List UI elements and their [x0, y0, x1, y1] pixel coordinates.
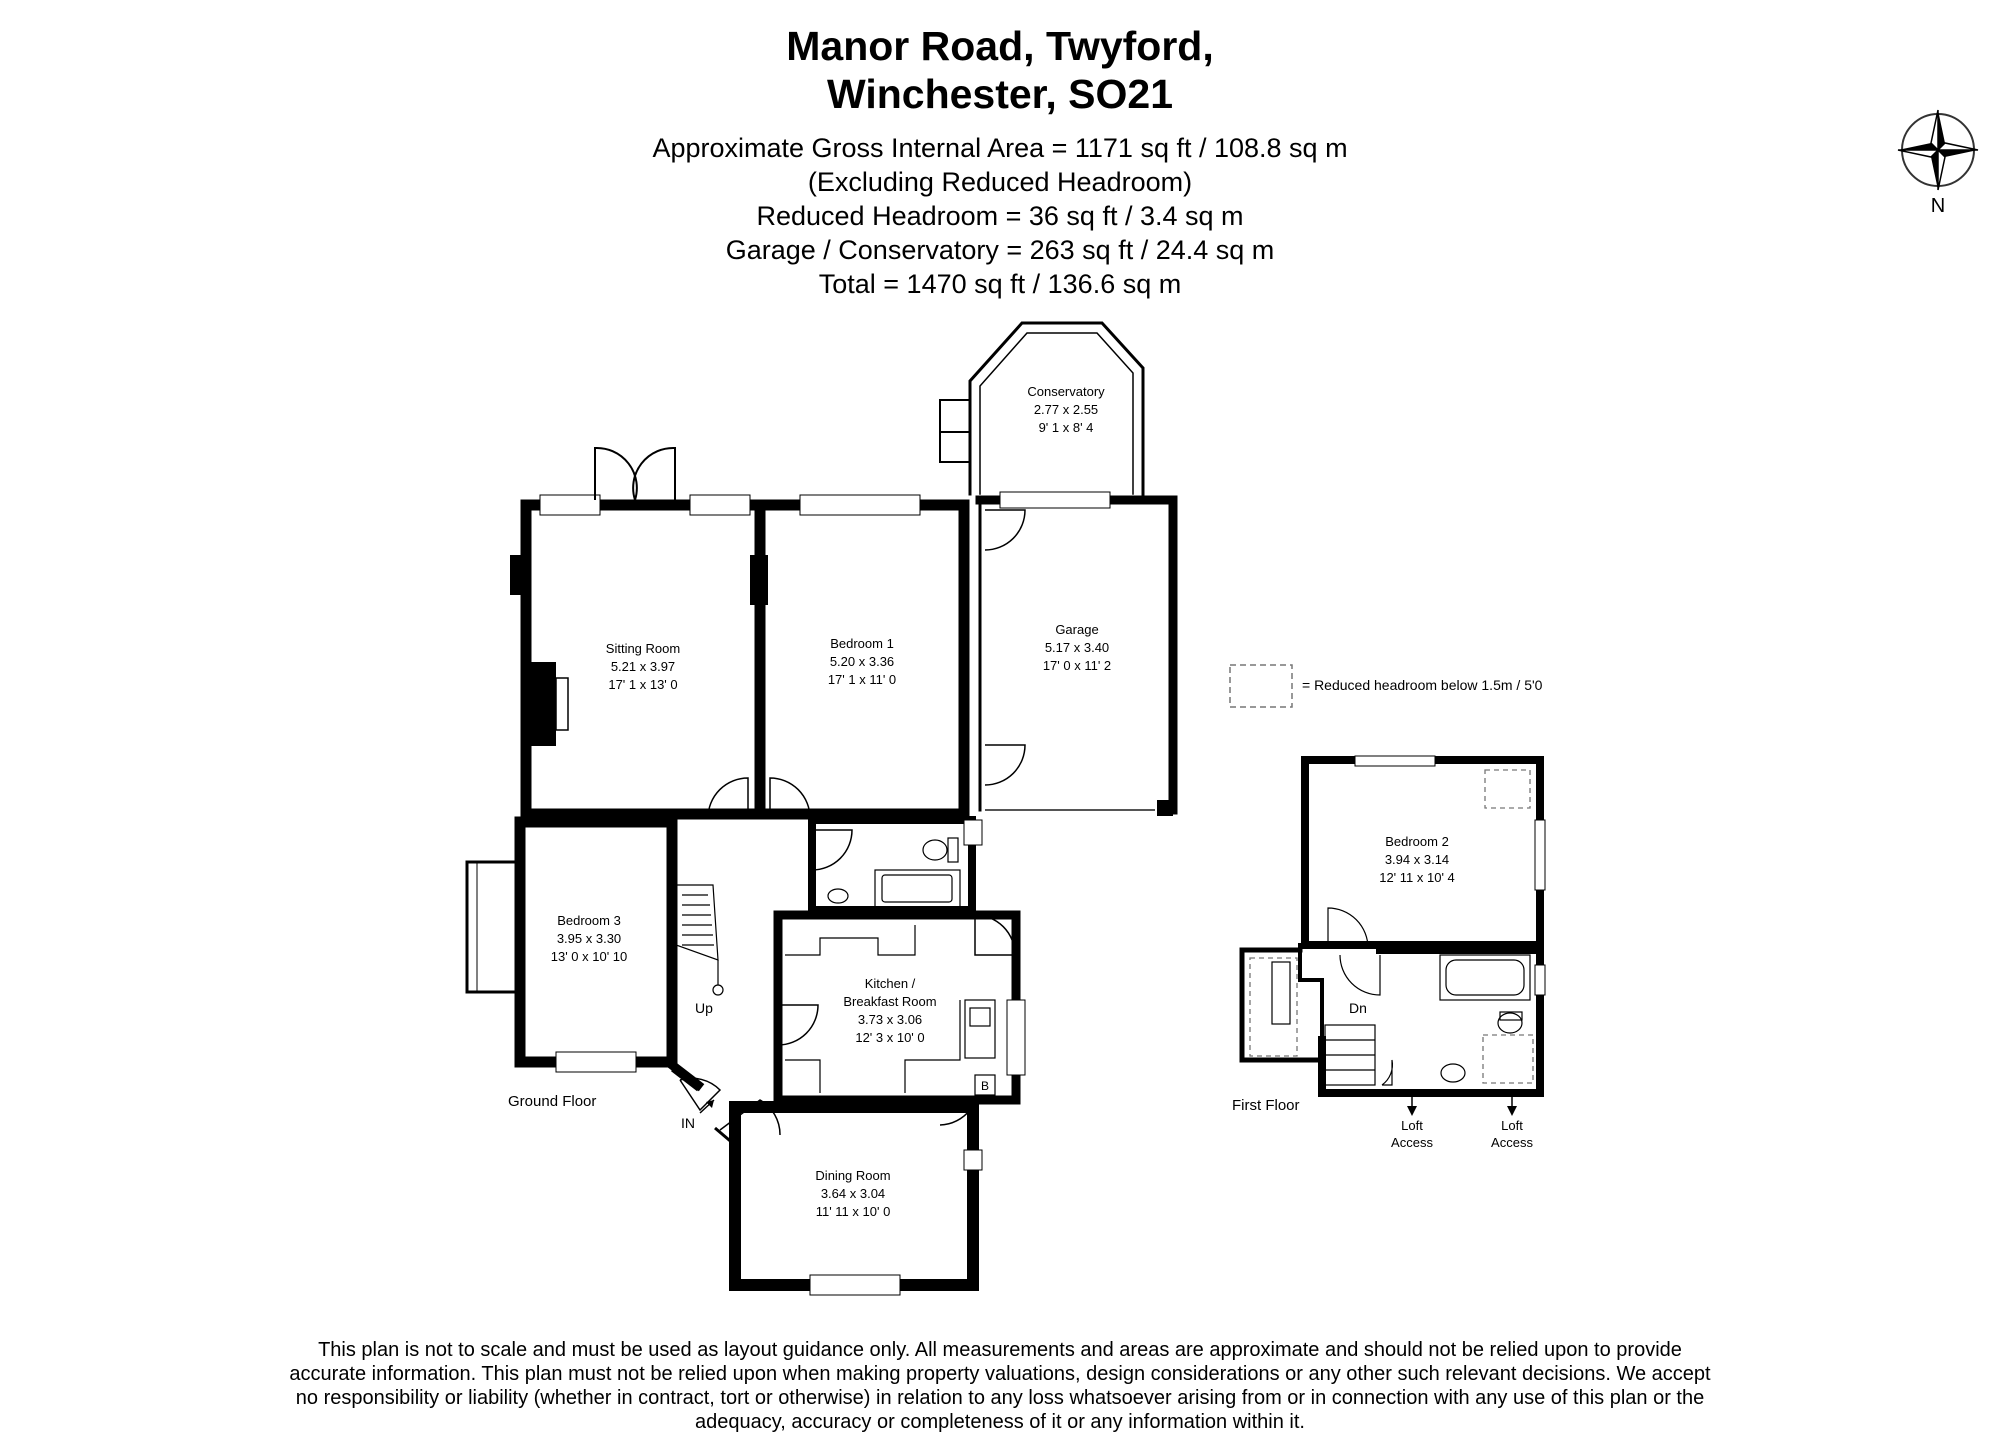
bedroom-3-metric: 3.95 x 3.30	[557, 931, 621, 946]
loft-access-2-line-1: Loft	[1501, 1118, 1523, 1133]
sitting-room-metric: 5.21 x 3.97	[611, 659, 675, 674]
bedroom-1-metric: 5.20 x 3.36	[830, 654, 894, 669]
garage-imperial: 17' 0 x 11' 2	[1043, 658, 1111, 673]
sitting-room-name: Sitting Room	[606, 641, 680, 656]
garage-name: Garage	[1055, 622, 1098, 637]
stairs-down-label: Dn	[1349, 1000, 1367, 1016]
loft-access-2-line-2: Access	[1491, 1135, 1533, 1150]
sitting-room-imperial: 17' 1 x 13' 0	[608, 677, 677, 692]
title-line-1: Manor Road, Twyford,	[786, 23, 1214, 69]
kitchen-name-1: Kitchen /	[865, 976, 916, 991]
ground-floor-label: Ground Floor	[508, 1093, 596, 1110]
conservatory-metric: 2.77 x 2.55	[1034, 402, 1098, 417]
bedroom-2-imperial: 12' 11 x 10' 4	[1379, 870, 1455, 885]
bedroom-3-imperial: 13' 0 x 10' 10	[551, 949, 628, 964]
loft-access-1-line-2: Access	[1391, 1135, 1433, 1150]
compass-rose-icon	[1897, 109, 1979, 191]
bedroom-2-name: Bedroom 2	[1385, 834, 1449, 849]
dining-room-imperial: 11' 11 x 10' 0	[816, 1204, 891, 1219]
garage-conservatory-area: Garage / Conservatory = 263 sq ft / 24.4…	[725, 235, 1275, 265]
garage-metric: 5.17 x 3.40	[1045, 640, 1109, 655]
gross-internal-area: Approximate Gross Internal Area = 1171 s…	[652, 133, 1348, 163]
loft-access-1-line-1: Loft	[1401, 1118, 1423, 1133]
title-line-2: Winchester, SO21	[827, 71, 1173, 117]
conservatory-name: Conservatory	[1027, 384, 1105, 399]
boiler-label: B	[981, 1079, 989, 1093]
entrance-label: IN	[681, 1115, 695, 1131]
reduced-headroom-area: Reduced Headroom = 36 sq ft / 3.4 sq m	[756, 201, 1244, 231]
disclaimer: This plan is not to scale and must be us…	[289, 1339, 1711, 1433]
bedroom-1-name: Bedroom 1	[830, 636, 894, 651]
legend-text: = Reduced headroom below 1.5m / 5'0	[1302, 677, 1543, 693]
stairs-up-label: Up	[695, 1000, 713, 1016]
compass-label: N	[1931, 195, 1945, 217]
excluding-note: (Excluding Reduced Headroom)	[807, 167, 1193, 197]
kitchen-metric: 3.73 x 3.06	[858, 1012, 922, 1027]
kitchen-imperial: 12' 3 x 10' 0	[855, 1030, 924, 1045]
bedroom-2-metric: 3.94 x 3.14	[1385, 852, 1449, 867]
bedroom-3-name: Bedroom 3	[557, 913, 621, 928]
total-area: Total = 1470 sq ft / 136.6 sq m	[818, 269, 1182, 299]
reduced-headroom-swatch	[1229, 664, 1293, 708]
dining-room-metric: 3.64 x 3.04	[821, 1186, 885, 1201]
kitchen-name-2: Breakfast Room	[843, 994, 936, 1009]
bedroom-1-imperial: 17' 1 x 11' 0	[828, 672, 896, 687]
first-floor-label: First Floor	[1232, 1097, 1300, 1114]
conservatory-imperial: 9' 1 x 8' 4	[1039, 420, 1094, 435]
dining-room-name: Dining Room	[815, 1168, 890, 1183]
